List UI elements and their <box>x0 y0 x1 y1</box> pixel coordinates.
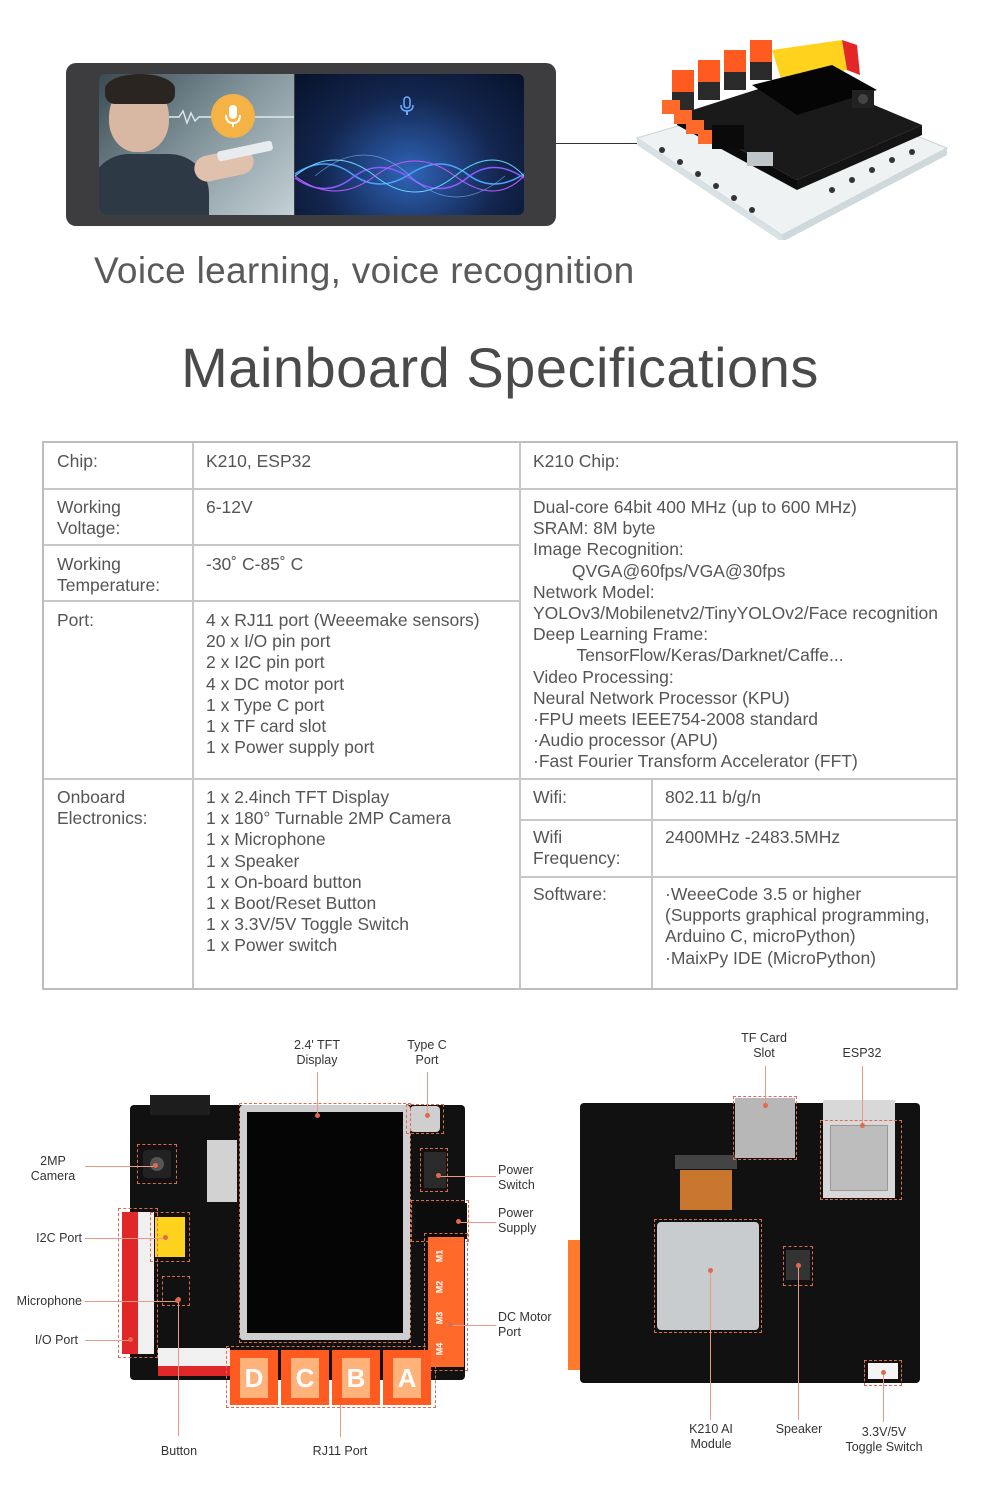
voice-demo-screen <box>66 63 556 226</box>
dc-motor-block <box>428 1237 464 1367</box>
speaker-label: Speaker <box>775 1422 823 1436</box>
chip-value: K210, ESP32 <box>206 451 312 471</box>
onboard-value: 1 x 2.4inch TFT Display 1 x 180° Turnabl… <box>206 787 451 956</box>
k210-header: K210 Chip: <box>533 451 620 471</box>
connector-line <box>556 143 661 144</box>
audio-waveform-icon <box>295 154 524 198</box>
spec-table: Chip: K210, ESP32 K210 Chip: Working Vol… <box>42 441 958 990</box>
wifi-frequency-value: 2400MHz -2483.5MHz <box>665 827 841 847</box>
rj11-port-label: RJ11 Port <box>312 1444 368 1458</box>
software-value: ·WeeeCode 3.5 or higher (Supports graphi… <box>665 884 930 968</box>
voice-wave-image <box>295 74 524 215</box>
type-c-port-label: Type C Port <box>407 1038 447 1067</box>
wifi-label: Wifi: <box>533 787 568 807</box>
page-title: Mainboard Specifications <box>181 336 819 399</box>
i2c-port-label: I2C Port <box>36 1231 82 1245</box>
tf-card-slot-label: TF Card Slot <box>741 1031 787 1060</box>
onboard-label: Onboard Electronics: <box>57 787 148 829</box>
tft-display-label: 2.4' TFT Display <box>294 1038 340 1067</box>
voltage-value: 6-12V <box>206 497 253 517</box>
toggle-switch-label: 3.3V/5V Toggle Switch <box>845 1425 923 1454</box>
rj11-letter-a: A <box>393 1358 421 1398</box>
voltage-label: Working Voltage: <box>57 497 121 539</box>
dc-motor-port-label: DC Motor Port <box>498 1310 552 1339</box>
rj11-letter-d: D <box>240 1358 268 1398</box>
microphone-label: Microphone <box>16 1294 82 1308</box>
rj11-letter-b: B <box>342 1358 370 1398</box>
software-label: Software: <box>533 884 607 904</box>
k210-specs: Dual-core 64bit 400 MHz (up to 600 MHz) … <box>533 497 938 772</box>
button-label: Button <box>160 1444 198 1458</box>
power-switch-label: Power Switch <box>498 1163 535 1192</box>
io-port-label: I/O Port <box>34 1333 78 1347</box>
k210-module-label: K210 AI Module <box>689 1422 733 1451</box>
port-label: Port: <box>57 610 94 630</box>
tft-screen <box>247 1112 403 1333</box>
sound-wave-icon <box>169 109 294 126</box>
wifi-frequency-label: Wifi Frequency: <box>533 827 621 869</box>
wifi-value: 802.11 b/g/n <box>665 787 762 807</box>
mainboard-3d-image <box>635 40 949 240</box>
voice-caption: Voice learning, voice recognition <box>94 250 635 291</box>
temperature-value: -30˚ C-85˚ C <box>206 554 304 574</box>
microphone-icon <box>400 96 414 122</box>
microphone-icon <box>211 94 255 138</box>
camera-label: 2MP Camera <box>30 1154 76 1183</box>
power-supply-label: Power Supply <box>498 1206 537 1235</box>
person-speaking-image <box>99 74 294 215</box>
esp32-label: ESP32 <box>842 1046 882 1060</box>
temperature-label: Working Temperature: <box>57 554 161 596</box>
port-value: 4 x RJ11 port (Weeemake sensors) 20 x I/… <box>206 610 480 758</box>
chip-label: Chip: <box>57 451 98 471</box>
rj11-letter-c: C <box>291 1358 319 1398</box>
